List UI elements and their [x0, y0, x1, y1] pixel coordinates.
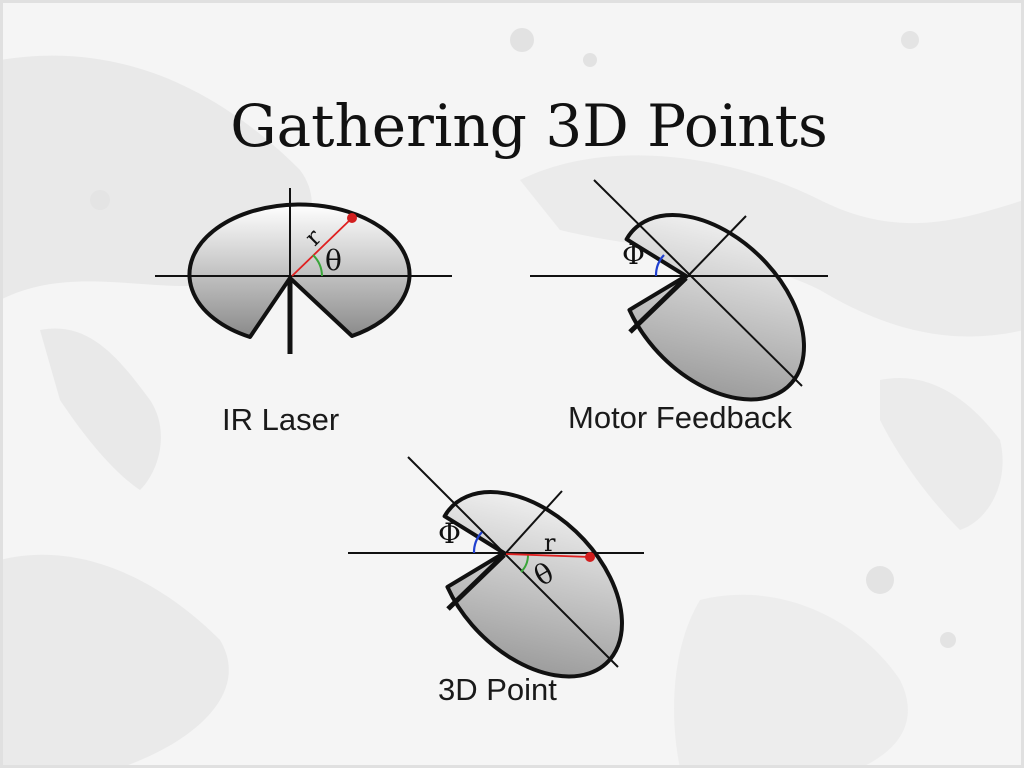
- point-3d-tilted-axis-long: [407, 456, 619, 668]
- motor-feedback-beam: [628, 276, 688, 334]
- ir-laser-diagram: r θ: [155, 188, 452, 354]
- motor-feedback-diagram: Φ: [530, 179, 828, 402]
- motor-feedback-caption: Motor Feedback: [568, 400, 792, 435]
- point-3d-point: [585, 552, 595, 562]
- motor-feedback-body: [624, 213, 806, 402]
- point-3d-diagram: Φ r θ: [348, 456, 644, 679]
- point-3d-caption: 3D Point: [438, 672, 557, 707]
- point-3d-tilted-axis-short: [503, 490, 563, 556]
- ir-laser-theta-label: θ: [325, 244, 342, 277]
- point-3d-radius-line: [505, 553, 591, 558]
- motor-feedback-phi-arc: [654, 254, 665, 277]
- ir-laser-caption: IR Laser: [222, 402, 340, 437]
- point-3d-phi-label: Φ: [438, 517, 461, 550]
- ir-laser-point: [347, 213, 357, 223]
- ir-laser-radius-line: [291, 217, 353, 277]
- motor-feedback-phi-label: Φ: [622, 238, 645, 271]
- ir-laser-theta-arc: [312, 254, 323, 277]
- slide-title: Gathering 3D Points: [230, 92, 828, 160]
- motor-feedback-tilted-axis-long: [593, 179, 803, 387]
- point-3d-radius-label: r: [544, 529, 556, 557]
- point-3d-beam: [446, 553, 506, 611]
- motor-feedback-tilted-axis-short: [685, 215, 747, 279]
- point-3d-phi-arc: [472, 531, 483, 554]
- ir-laser-body: [187, 202, 412, 339]
